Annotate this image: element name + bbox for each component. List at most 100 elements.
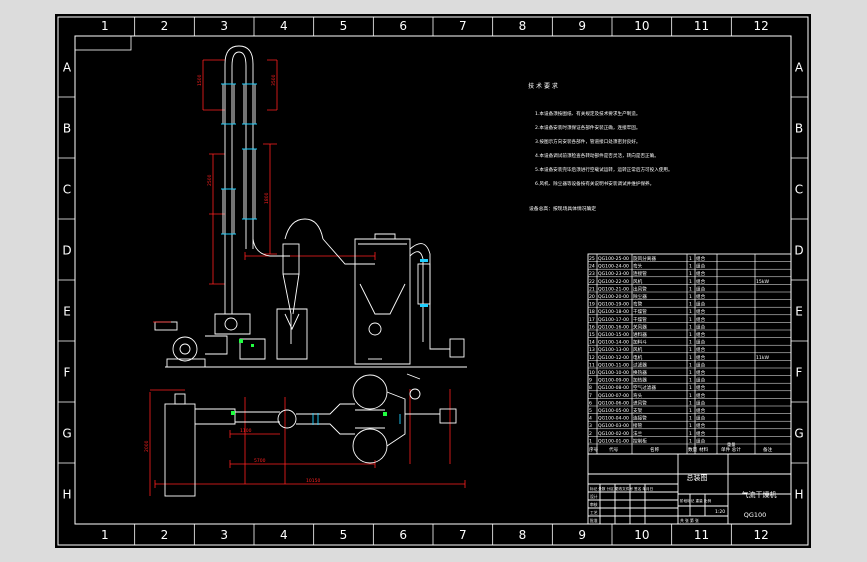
parts-cell: QG100-12-00 [598, 355, 629, 361]
parts-cell: QG100-22-00 [598, 279, 629, 285]
parts-cell: 1 [689, 355, 692, 361]
parts-cell: 1 [689, 431, 692, 437]
parts-cell: QG100-23-00 [598, 271, 629, 277]
title-block [587, 453, 792, 525]
parts-cell: 组合 [696, 255, 706, 262]
parts-cell: 5 [589, 408, 592, 414]
column-marker: 7 [459, 19, 467, 33]
parts-cell: 23 [589, 271, 595, 277]
elevation-dimensions [202, 59, 376, 285]
parts-cell: 1 [689, 279, 692, 285]
column-marker: 6 [399, 528, 407, 542]
parts-cell: 16 [589, 324, 595, 330]
parts-cell: 组合 [696, 339, 706, 346]
notes-line: 6.风机、除尘器等设备按有关说明书安装调试并维护保养。 [535, 180, 654, 187]
parts-cell: 1 [689, 408, 692, 414]
row-marker: E [795, 305, 803, 319]
plan-accent [231, 411, 387, 416]
parts-cell: 1 [689, 416, 692, 422]
row-marker: C [795, 183, 803, 197]
parts-cell: 法兰 [633, 430, 643, 437]
parts-cell: QG100-03-00 [598, 423, 629, 429]
row-marker: D [794, 244, 803, 258]
column-marker: 8 [519, 19, 527, 33]
parts-cell: 1 [689, 340, 692, 346]
parts-cell: 组合 [696, 377, 706, 384]
parts-cell: 组合 [696, 354, 706, 361]
parts-cell: 除尘器 [633, 293, 647, 300]
parts-cell: QG100-17-00 [598, 317, 629, 323]
dim-label: 3500 [271, 74, 277, 86]
parts-cell: QG100-08-00 [598, 385, 629, 391]
parts-cell: QG100-09-00 [598, 378, 629, 384]
row-marker: D [62, 244, 71, 258]
parts-header-cell: 备注 [763, 446, 773, 453]
parts-cell: 组合 [696, 392, 706, 399]
parts-cell: 弯头 [633, 392, 643, 399]
parts-cell: 组合 [696, 301, 706, 308]
parts-cell: 干燥管 [633, 308, 647, 315]
parts-cell: 连接管 [633, 270, 647, 277]
parts-cell: 1 [689, 294, 692, 300]
column-marker: 5 [340, 19, 348, 33]
parts-cell: 组合 [696, 384, 706, 391]
parts-header-cell: 代号 [609, 446, 619, 453]
bag-filter [354, 233, 411, 365]
parts-cell: 旋风分离器 [633, 255, 656, 262]
parts-cell: 过滤器 [633, 361, 647, 368]
parts-header-cell: 重量 [727, 441, 735, 448]
dim-label: 10150 [306, 478, 320, 484]
revision-labels: 标记 处数 分区 更改文件号 签名 年月日 [590, 486, 653, 491]
sheet-labels: 共 张 第 张 [680, 518, 699, 523]
parts-cell: QG100-19-00 [598, 302, 629, 308]
parts-header-cell: 名称 [650, 446, 660, 453]
dim-label: 2500 [207, 174, 213, 186]
parts-cell: 控制柜 [633, 437, 647, 444]
column-marker: 3 [220, 19, 228, 33]
parts-cell: 1 [689, 423, 692, 429]
parts-cell: QG100-24-00 [598, 264, 629, 270]
row-marker: F [796, 366, 803, 380]
row-marker: B [63, 122, 71, 136]
row-marker: E [63, 305, 71, 319]
parts-cell: QG100-05-00 [598, 408, 629, 414]
parts-cell: 4 [589, 416, 592, 422]
column-marker: 4 [280, 528, 288, 542]
parts-cell: 13 [589, 347, 595, 353]
parts-cell: 15kW [756, 279, 770, 285]
parts-cell: 组合 [696, 346, 706, 353]
parts-cell: 1 [689, 370, 692, 376]
inner-frame [74, 35, 792, 525]
notes-line: 4.本设备调试前须检查各转动部件是否灵活，转向是否正确。 [535, 152, 659, 159]
parts-cell: 17 [589, 317, 595, 323]
column-marker: 11 [694, 19, 709, 33]
parts-cell: 组合 [696, 308, 706, 315]
parts-cell: 9 [589, 378, 592, 384]
parts-cell: 空气过滤器 [633, 384, 656, 391]
parts-cell: 弯头 [633, 263, 643, 270]
parts-cell: 11kW [756, 355, 770, 361]
column-marker: 8 [519, 528, 527, 542]
parts-cell: 12 [589, 355, 595, 361]
parts-cell: 24 [589, 264, 595, 270]
parts-cell: 1 [689, 256, 692, 262]
row-marker: B [795, 122, 803, 136]
main-fan [154, 313, 266, 368]
parts-header-cell: 数量 [688, 446, 698, 453]
product-name: 气流干燥机 [742, 490, 777, 499]
parts-cell: 接管 [633, 422, 643, 429]
parts-cell: 1 [689, 302, 692, 308]
parts-cell: 组合 [696, 407, 706, 414]
column-marker: 5 [340, 528, 348, 542]
parts-header-cell: 材料 [699, 446, 709, 453]
parts-cell: QG100-14-00 [598, 340, 629, 346]
technical-notes: 技 术 要 求 1.本设备须按图纸、有关规定及技术要求生产制造。 2.本设备安装… [528, 82, 672, 212]
parts-cell: 15 [589, 332, 595, 338]
parts-header-cell: 单件 总计 [721, 446, 741, 453]
parts-cell: 1 [689, 362, 692, 368]
column-marker: 1 [101, 19, 109, 33]
notes-title: 技 术 要 求 [528, 82, 558, 90]
